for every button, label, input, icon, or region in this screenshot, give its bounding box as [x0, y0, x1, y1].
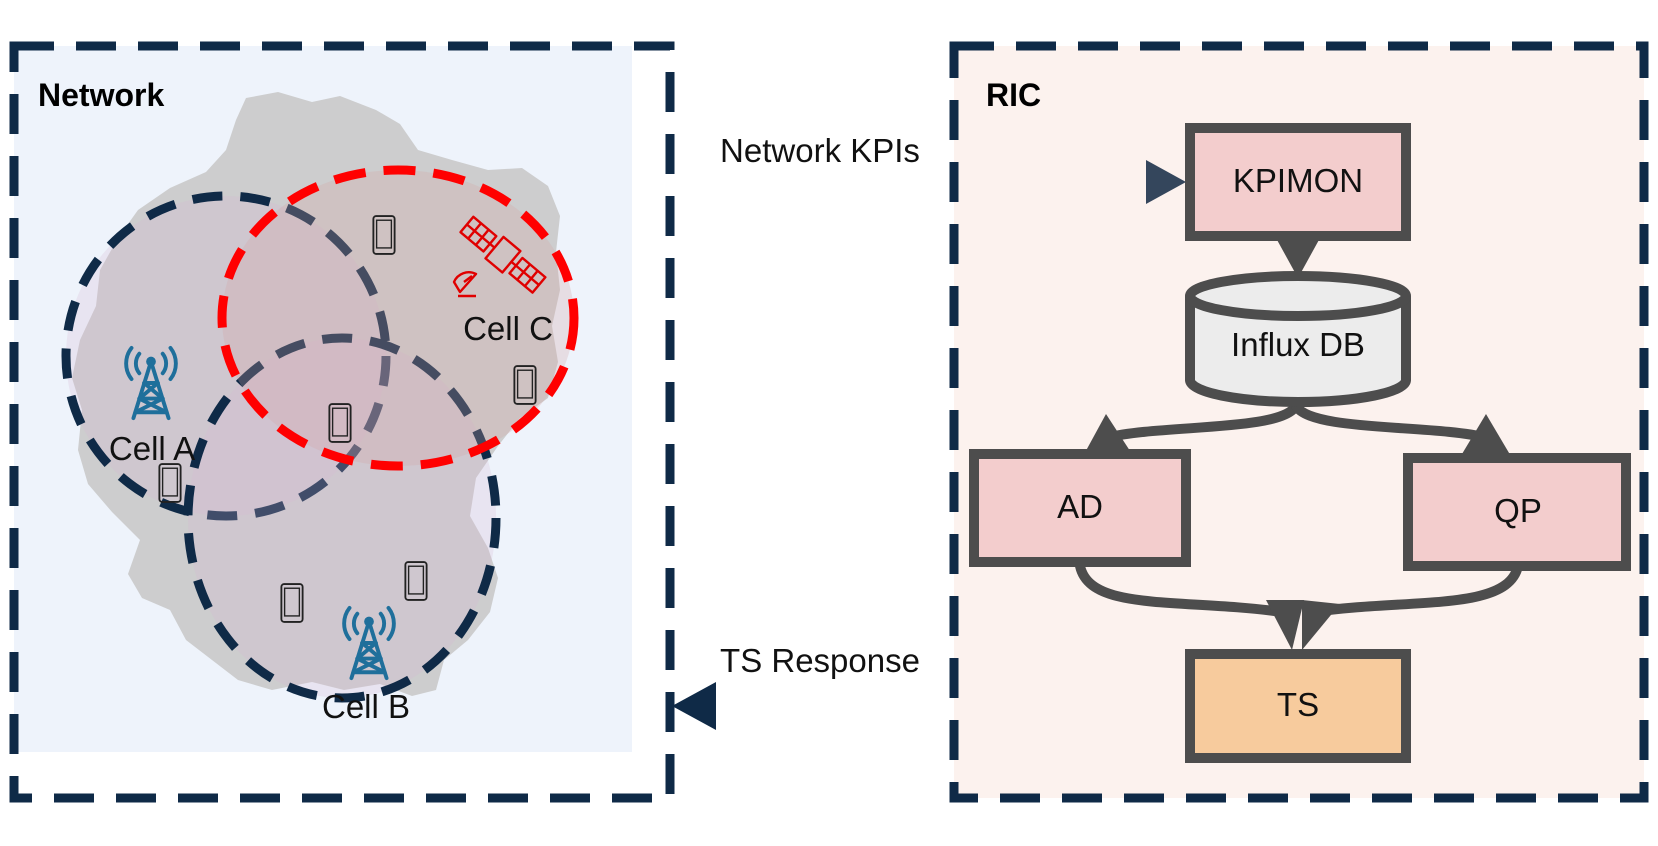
network-panel: Cell A Cell B Cell C Network: [14, 46, 632, 752]
cell-b-coverage: [183, 333, 501, 703]
qp-block: QP: [1403, 453, 1631, 571]
kpimon-block: KPIMON: [1185, 123, 1411, 241]
ric-connectors: [1075, 401, 1523, 617]
arrow-head-left: [672, 682, 716, 730]
cell-c-coverage: [217, 165, 579, 471]
network-panel-outline: [9, 41, 675, 803]
ts-response-link: TS Response: [672, 642, 1186, 730]
influx-db-label: Influx DB: [1231, 326, 1365, 363]
network-panel-title: Network: [38, 77, 164, 113]
ts-block: TS: [1185, 649, 1411, 763]
cell-b-label: Cell B: [322, 688, 410, 725]
cell-a-label: Cell A: [109, 430, 195, 467]
cell-c-label: Cell C: [463, 310, 553, 347]
qp-label: QP: [1494, 492, 1542, 529]
arrow-head-right: [1146, 160, 1186, 204]
kpimon-label: KPIMON: [1233, 162, 1363, 199]
ts-label: TS: [1277, 686, 1319, 723]
ric-panel-title: RIC: [986, 77, 1041, 113]
network-kpis-label: Network KPIs: [720, 132, 920, 169]
ric-arrowheads: [1082, 238, 1512, 650]
ad-label: AD: [1057, 488, 1103, 525]
network-kpis-link: Network KPIs: [670, 132, 1186, 204]
influx-db-block: Influx DB: [1185, 271, 1411, 407]
ric-panel-outline: [949, 41, 1649, 803]
ts-response-label: TS Response: [720, 642, 920, 679]
ad-block: AD: [969, 449, 1191, 567]
